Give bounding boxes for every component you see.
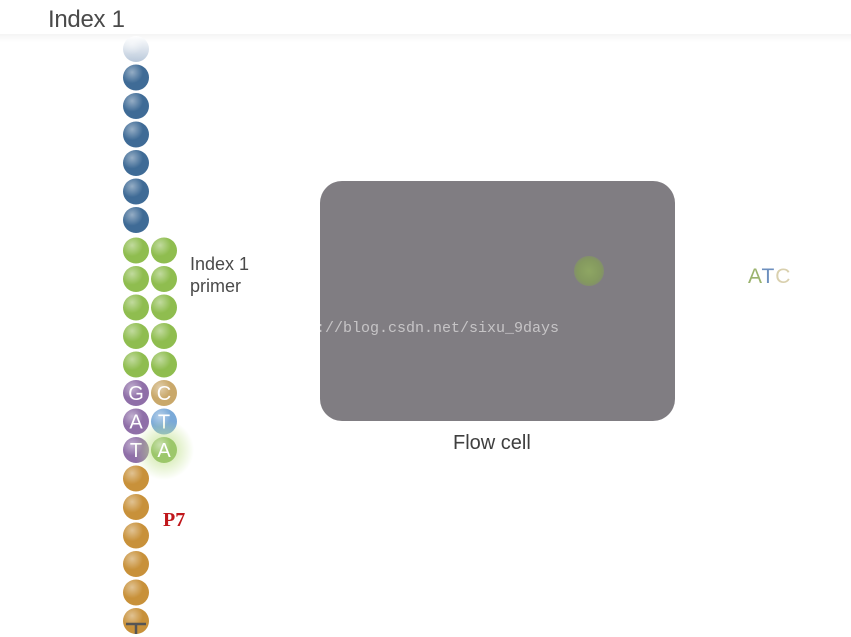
primer-bead [151,237,177,264]
cluster-spot [574,256,604,286]
template-bead [123,266,149,292]
index-bead [123,93,149,119]
sequence-read: ATC [748,265,791,289]
primer-bead [151,266,177,292]
p7-bead [123,522,149,549]
sequence-base-2: T [761,265,776,288]
p7-label: P7 [163,509,186,531]
sequence-base-3: C [775,265,792,288]
primer-base-A: A [151,437,177,463]
template-base-G: G [123,380,149,406]
p7-bead [123,608,149,634]
primer-bead [151,294,177,321]
p7-bead [123,579,149,606]
base-letter: A [157,440,171,462]
primer-label-line1: Index 1 [190,254,250,274]
p7-bead [123,465,149,492]
index1-primer-label: Index 1 primer [190,253,249,297]
p7-bead [123,494,149,520]
template-bead [123,323,149,349]
page-title: Index 1 [48,6,125,33]
primer-bead [151,323,177,349]
template-bead [123,351,149,378]
flow-cell-label: Flow cell [453,432,531,454]
template-bead [123,237,149,264]
base-letter: G [128,383,144,405]
top-band [0,34,851,42]
index-bead [123,207,149,233]
index-bead-faded [123,36,149,62]
index-bead [123,150,149,176]
index-bead [123,121,149,148]
index-bead [123,178,149,205]
base-letter: C [157,383,171,405]
template-bead [123,294,149,321]
template-base-A: A [123,408,149,435]
flow-cell [320,181,675,421]
base-letter: A [129,412,143,434]
surface-anchor [126,622,146,634]
watermark: http://blog.csdn.net/sixu_9days [280,320,560,337]
index-bead [123,64,149,91]
primer-bead [151,351,177,378]
primer-label-line2: primer [190,276,242,296]
primer-base-C: C [151,380,177,406]
p7-bead [123,551,149,577]
sequence-base-1: A [748,265,762,288]
